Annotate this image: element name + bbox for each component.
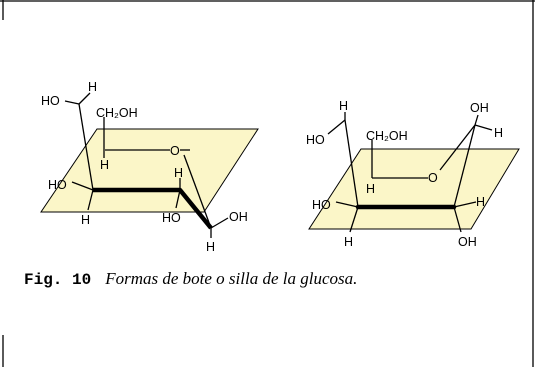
boat-bond-c5-c4 (78, 103, 94, 191)
caption-text: Formas de bote o silla de la glucosa. (105, 269, 358, 288)
chair-bond-c1-c2 (453, 124, 476, 208)
chair-label-ring-o: O (428, 171, 438, 185)
chair-bond-o-c1 (439, 124, 476, 171)
chair-label-mid-h: H (476, 195, 485, 209)
chair-label-top-h: H (339, 99, 348, 113)
chair-bond-left-ho (327, 119, 346, 135)
boat-bond-top-h (78, 92, 91, 105)
figure-number: Fig. 10 (24, 271, 92, 289)
chair-label-inner-h: H (366, 182, 375, 196)
chair-label-right-h: H (494, 126, 503, 140)
chair-bond-bottom-h (349, 206, 359, 233)
boat-label-left-h: H (81, 213, 90, 227)
boat-bond-o-c1 (183, 154, 212, 229)
boat-label-top-ho: HO (41, 94, 60, 108)
boat-bond-left-ho (71, 181, 94, 191)
chair-bond-right-h (474, 124, 493, 131)
chair-label-top-oh: OH (470, 101, 489, 115)
boat-label-right-h: H (174, 166, 183, 180)
boat-label-bottom-h: H (206, 240, 215, 254)
chair-bond-mid-ho (335, 201, 359, 208)
chair-bond-top-oh (474, 114, 479, 126)
boat-label-right-oh: OH (229, 210, 248, 224)
chair-plane (308, 148, 520, 230)
boat-bond-left-h (87, 189, 94, 211)
boat-label-ring-o: O (170, 144, 180, 158)
boat-label-bottom-ho: HO (162, 211, 181, 225)
figure-caption: Fig. 10 Formas de bote o silla de la gluc… (24, 269, 529, 289)
chair-label-ch2oh: CH₂OH (366, 129, 408, 143)
chair-bond-c5-c4 (344, 119, 359, 208)
chair-bond-mid-h (453, 201, 477, 208)
chair-bond-bottom-oh (453, 206, 462, 233)
chair-label-bottom-oh: OH (458, 235, 477, 249)
boat-bond-bottom-ho (175, 189, 181, 209)
boat-label-inner-h: H (100, 158, 109, 172)
boat-plane (40, 128, 259, 213)
chair-label-bottom-h: H (344, 235, 353, 249)
chair-label-mid-ho: HO (312, 198, 331, 212)
chair-form-diagram: H HO CH₂OH OH H O H HO H H OH (306, 99, 520, 249)
boat-label-ch2oh: CH₂OH (96, 106, 138, 120)
boat-form-diagram: HO H CH₂OH O H HO H H HO OH H (40, 80, 259, 254)
chair-label-left-ho: HO (306, 133, 325, 147)
boat-bond-right-oh (210, 217, 229, 229)
boat-bond-top-ho (64, 100, 80, 105)
boat-label-top-h: H (88, 80, 97, 94)
boat-label-left-ho: HO (48, 178, 67, 192)
